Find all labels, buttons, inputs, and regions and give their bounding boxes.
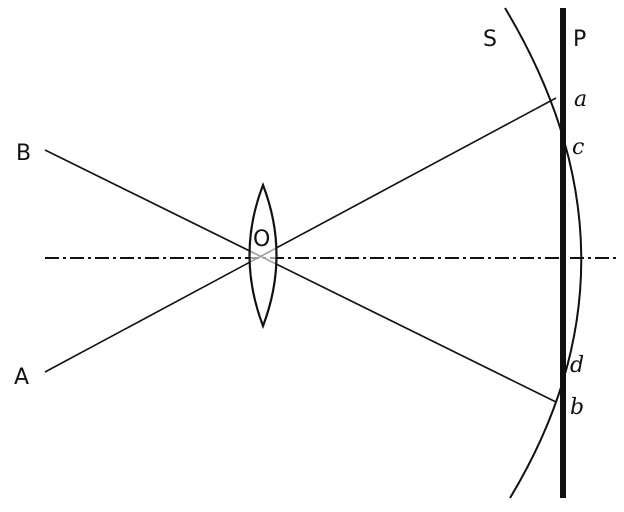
label-c: c: [572, 135, 584, 160]
label-S: S: [483, 27, 497, 52]
ray-B: [44, 149, 557, 403]
label-d: d: [570, 353, 584, 378]
label-P: P: [573, 27, 586, 52]
lens: [248, 181, 278, 330]
label-A: A: [14, 365, 29, 390]
image-surface-S: [504, 7, 583, 499]
label-b: b: [570, 395, 584, 420]
label-B: B: [16, 141, 31, 166]
ray-A: [44, 97, 557, 373]
label-a: a: [574, 87, 587, 112]
label-O: O: [253, 227, 270, 252]
